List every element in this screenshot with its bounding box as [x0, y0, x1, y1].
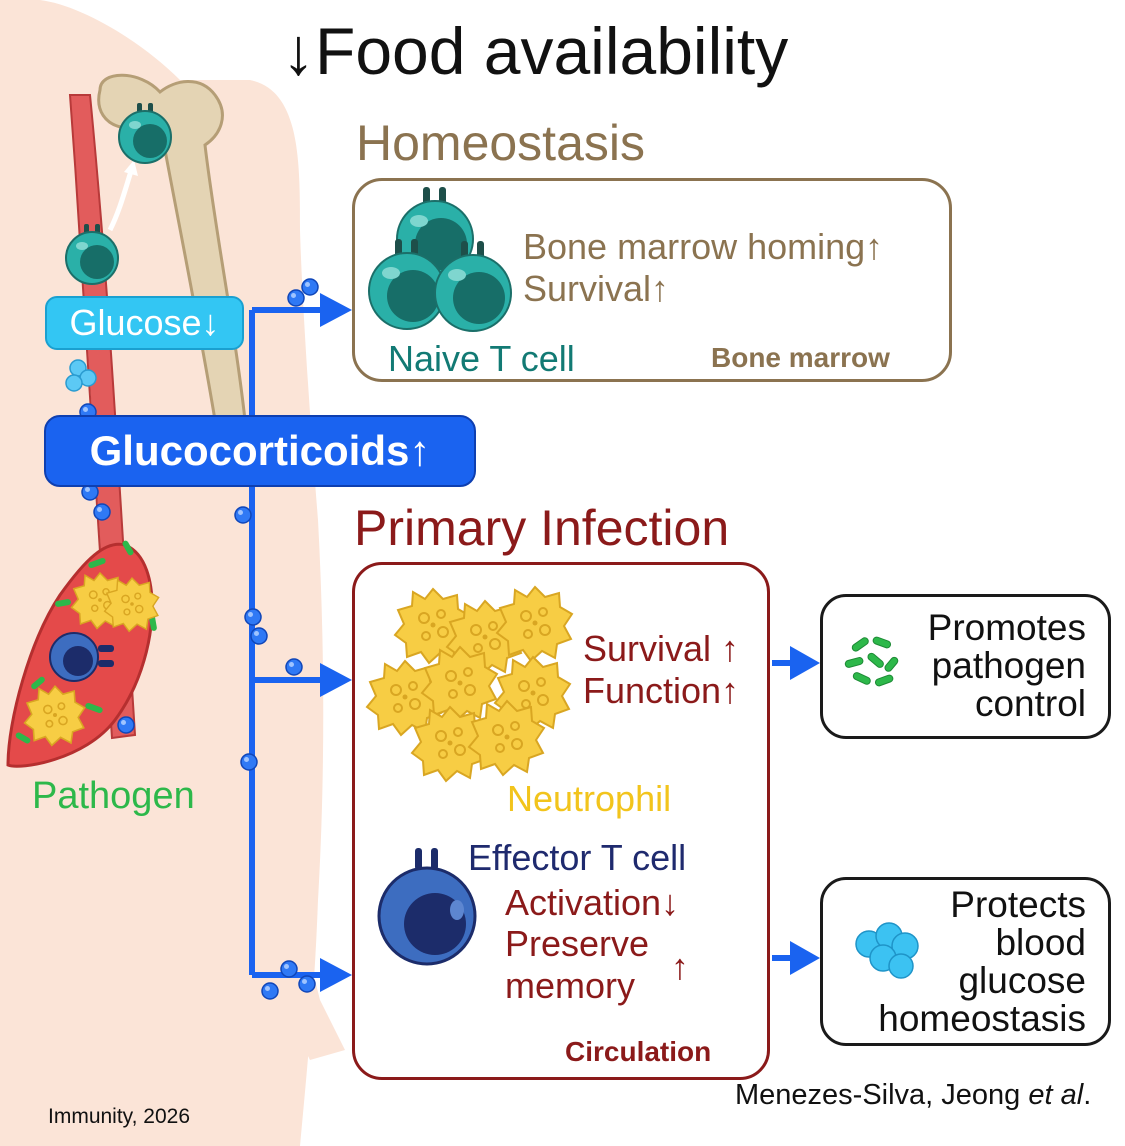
- author-etal: et al: [1028, 1079, 1084, 1111]
- outcome-line: glucose: [958, 960, 1086, 1001]
- circulation-location: Circulation: [565, 1036, 712, 1067]
- effector-effect-memory: memory: [505, 965, 636, 1006]
- glucose-molecule-icon: [855, 922, 919, 979]
- pathogen-icon: [55, 599, 71, 607]
- glucose-homeostasis-box: Protects blood glucose homeostasis: [820, 877, 1111, 1046]
- bone-marrow-location: Bone marrow: [711, 342, 890, 373]
- glucocorticoids-text: Glucocorticoids↑: [89, 427, 431, 474]
- author-names: Menezes-Silva, Jeong: [735, 1079, 1029, 1111]
- pathogen-icon: [31, 676, 45, 690]
- arrow-to-effector-icon: [320, 958, 352, 992]
- glucose-molecule-icon: [65, 374, 83, 392]
- homeostasis-box: Bone marrow homing↑ Survival↑ Naive T ce…: [352, 178, 952, 382]
- arrow-to-pathogen-control-icon: [790, 646, 820, 680]
- glucocorticoid-drop-icon: [117, 716, 135, 734]
- glucocorticoid-drop-icon: [301, 278, 319, 296]
- neutrophil-label: Neutrophil: [507, 778, 672, 819]
- pathogen-icon: [15, 732, 31, 744]
- glucocorticoid-drop-icon: [298, 975, 316, 993]
- outcome-line: blood: [995, 922, 1086, 963]
- glucocorticoid-drop-icon: [250, 627, 268, 645]
- journal-credit: Immunity, 2026: [48, 1105, 191, 1128]
- pathogen-icon: [88, 557, 106, 569]
- neutrophil-effect-survival: Survival ↑: [583, 628, 740, 669]
- infection-box: Survival ↑ Function↑ Neutrophil Effector…: [352, 562, 770, 1080]
- neutrophil-cluster: [366, 586, 573, 782]
- glucocorticoid-drop-icon: [261, 982, 279, 1000]
- author-credit: Menezes-Silva, Jeong et al.: [735, 1081, 1091, 1110]
- homeostasis-heading: Homeostasis: [356, 115, 645, 171]
- outcome-line: pathogen: [931, 645, 1086, 686]
- effector-effect-preserve: Preserve: [505, 923, 650, 964]
- pathogen-icon: [85, 702, 103, 714]
- pathogen-icon: [149, 615, 157, 631]
- effector-t-cell-icon: [377, 848, 477, 966]
- glucocorticoid-drop-icon: [285, 658, 303, 676]
- pathogen-control-box: Promotes pathogen control: [820, 594, 1111, 739]
- outcome-line: Promotes: [927, 607, 1086, 648]
- arrow-to-glucose-homeostasis-icon: [790, 941, 820, 975]
- arrow-to-neutrophil-icon: [320, 663, 352, 697]
- glucocorticoids-label: Glucocorticoids↑: [44, 415, 476, 487]
- outcome-line: control: [974, 683, 1086, 724]
- effector-effect-activation: Activation↓: [505, 882, 680, 923]
- neutrophil-icon: [496, 586, 573, 662]
- homeostasis-effect-1: Bone marrow homing↑: [523, 226, 884, 267]
- glucocorticoid-drop-icon: [280, 960, 298, 978]
- migration-arrow-icon: [107, 167, 135, 232]
- glucocorticoid-drop-icon: [240, 753, 258, 771]
- pathogen-icon: [122, 540, 134, 556]
- glucose-label: Glucose↓: [45, 296, 244, 350]
- glucose-text: Glucose↓: [69, 302, 220, 343]
- pathogen-icon: [844, 636, 899, 687]
- glucocorticoid-drop-icon: [244, 608, 262, 626]
- arm-silhouette: [240, 700, 345, 1060]
- memory-up-arrow: ↑: [671, 946, 689, 987]
- homeostasis-effect-2: Survival↑: [523, 268, 670, 309]
- migration-arrowhead-icon: [124, 160, 138, 176]
- pathogen-label: Pathogen: [32, 775, 195, 817]
- arrow-to-homeostasis-icon: [320, 293, 352, 327]
- glucocorticoid-drop-icon: [287, 289, 305, 307]
- effector-t-cell-icon: [49, 632, 114, 682]
- infection-heading: Primary Infection: [354, 500, 730, 556]
- page-title: ↓Food availability: [282, 14, 789, 88]
- glucocorticoid-drop-icon: [234, 506, 252, 524]
- naive-t-cell-label: Naive T cell: [388, 338, 575, 379]
- effector-t-cell-label: Effector T cell: [468, 837, 687, 878]
- glucocorticoid-drop-icon: [93, 503, 111, 521]
- glucose-homeostasis-text: Protects blood glucose homeostasis: [878, 886, 1086, 1038]
- signal-arrowheads: [320, 293, 820, 992]
- author-period: .: [1083, 1079, 1092, 1111]
- outcome-line: homeostasis: [878, 998, 1086, 1039]
- pathogen-control-text: Promotes pathogen control: [928, 609, 1086, 723]
- neutrophil-effect-function: Function↑: [583, 670, 740, 711]
- outcome-line: Protects: [950, 884, 1086, 925]
